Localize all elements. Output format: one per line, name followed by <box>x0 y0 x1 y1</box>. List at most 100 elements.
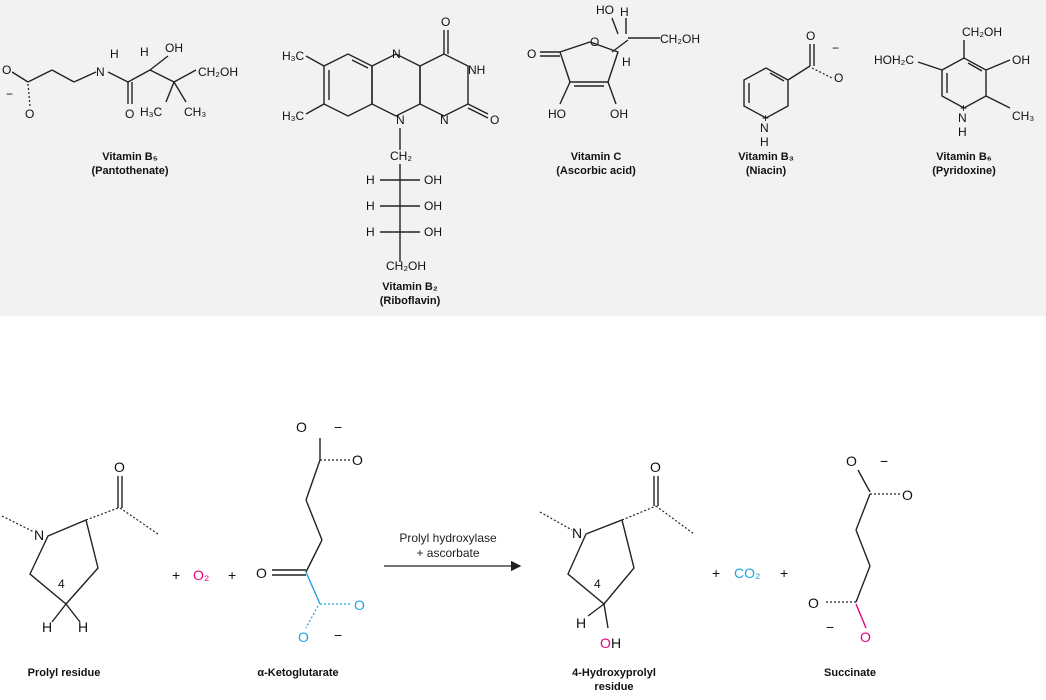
hydroxyprolyl-label-line1: 4-Hydroxyprolyl <box>572 667 656 679</box>
svg-text:+: + <box>762 111 769 125</box>
oxygen-molecule: O₂ <box>193 567 209 583</box>
svg-text:O: O <box>527 47 536 61</box>
vitamin-c-name: Vitamin C <box>571 151 622 163</box>
svg-text:O: O <box>834 71 843 85</box>
svg-text:H: H <box>622 55 631 69</box>
svg-text:CH₃: CH₃ <box>1012 109 1034 123</box>
svg-text:−: − <box>880 453 888 469</box>
vitamin-structures-panel <box>0 0 1046 316</box>
prolyl-residue-structure: N O 4 H H Prolyl residue <box>1 459 159 679</box>
svg-text:O: O <box>25 107 34 121</box>
svg-text:H: H <box>620 5 629 19</box>
svg-text:N: N <box>760 121 769 135</box>
svg-text:HOH₂C: HOH₂C <box>874 53 914 67</box>
svg-text:O: O <box>256 565 267 581</box>
vitamin-b5-alt: (Pantothenate) <box>92 165 169 177</box>
svg-text:H: H <box>760 135 769 149</box>
svg-text:N: N <box>96 65 105 79</box>
svg-text:O: O <box>600 635 611 651</box>
succinate-label: Succinate <box>824 667 876 679</box>
svg-text:O: O <box>441 15 450 29</box>
alpha-ketoglutarate-label: α-Ketoglutarate <box>257 667 338 679</box>
svg-text:O: O <box>806 29 815 43</box>
pantothenate-structure: O − O N H O H OH CH₂OH H₃C CH₃ Vitamin B… <box>2 41 238 177</box>
svg-text:N: N <box>34 527 44 543</box>
svg-text:OH: OH <box>610 107 628 121</box>
svg-text:O: O <box>650 459 661 475</box>
vitamin-b6-name: Vitamin B₆ <box>936 151 992 163</box>
svg-text:4: 4 <box>58 577 65 591</box>
svg-text:H: H <box>366 199 375 213</box>
svg-text:H₃C: H₃C <box>140 105 163 119</box>
svg-text:4: 4 <box>594 577 601 591</box>
svg-text:−: − <box>826 619 834 635</box>
succinate-structure: O − O O O − Succinate <box>808 453 913 679</box>
cofactor-label: + ascorbate <box>416 546 479 560</box>
plus-sign-1: + <box>172 567 180 583</box>
svg-text:HO: HO <box>548 107 566 121</box>
svg-text:H: H <box>140 45 149 59</box>
svg-text:−: − <box>334 627 342 643</box>
svg-text:O: O <box>902 487 913 503</box>
svg-text:+: + <box>960 101 967 115</box>
svg-text:N: N <box>440 113 449 127</box>
ascorbic-acid-structure: HO H CH₂OH O H O HO OH Vitamin C (Ascorb… <box>527 3 700 177</box>
enzyme-label: Prolyl hydroxylase <box>399 531 497 545</box>
svg-text:H: H <box>110 47 119 61</box>
svg-text:OH: OH <box>165 41 183 55</box>
svg-text:OH: OH <box>424 225 442 239</box>
reaction-arrow: Prolyl hydroxylase + ascorbate <box>384 531 522 572</box>
svg-text:N: N <box>958 111 967 125</box>
svg-text:O: O <box>352 452 363 468</box>
vitamin-c-alt: (Ascorbic acid) <box>556 165 636 177</box>
hydroxyprolyl-residue-structure: N O 4 H O H 4-Hydroxyprolyl residue <box>539 459 695 693</box>
vitamin-b6-alt: (Pyridoxine) <box>932 165 996 177</box>
carbon-dioxide: CO₂ <box>734 565 760 581</box>
svg-text:O: O <box>490 113 499 127</box>
pyridoxine-structure: CH₂OH HOH₂C OH CH₃ N + H Vitamin B₆ (Pyr… <box>874 25 1034 177</box>
svg-text:H: H <box>78 619 88 635</box>
svg-text:O: O <box>114 459 125 475</box>
svg-text:CH₂OH: CH₂OH <box>660 32 700 46</box>
svg-text:CH₃: CH₃ <box>184 105 206 119</box>
hydroxyprolyl-label-line2: residue <box>594 681 633 693</box>
svg-text:OH: OH <box>424 173 442 187</box>
svg-text:N: N <box>572 525 582 541</box>
svg-text:O: O <box>125 107 134 121</box>
niacin-structure: N + H O O − Vitamin B₃ (Niacin) <box>738 29 843 177</box>
svg-text:−: − <box>832 41 839 55</box>
svg-text:−: − <box>334 419 342 435</box>
vitamin-b5-name: Vitamin B₅ <box>102 151 158 163</box>
plus-sign-3: + <box>712 565 720 581</box>
vitamin-b2-alt: (Riboflavin) <box>380 295 441 307</box>
svg-text:CH₂: CH₂ <box>390 149 412 163</box>
svg-text:O: O <box>354 597 365 613</box>
svg-text:O: O <box>296 419 307 435</box>
vitamin-b2-name: Vitamin B₂ <box>382 281 438 293</box>
svg-text:CH₂OH: CH₂OH <box>962 25 1002 39</box>
svg-text:H: H <box>611 635 621 651</box>
alpha-ketoglutarate-structure: O − O O O O − α-Ketoglutarate <box>256 419 365 679</box>
riboflavin-structure: H₃C H₃C N N O NH N O CH₂ H OH H OH H OH <box>282 15 499 307</box>
svg-text:H: H <box>366 173 375 187</box>
svg-text:H: H <box>366 225 375 239</box>
svg-text:NH: NH <box>468 63 485 77</box>
svg-text:H: H <box>42 619 52 635</box>
svg-text:H: H <box>576 615 586 631</box>
svg-text:N: N <box>396 113 405 127</box>
svg-text:O: O <box>590 35 599 49</box>
svg-text:CH₂OH: CH₂OH <box>386 259 426 273</box>
svg-text:H: H <box>958 125 967 139</box>
svg-text:OH: OH <box>1012 53 1030 67</box>
vitamin-b3-name: Vitamin B₃ <box>738 151 794 163</box>
svg-text:O: O <box>860 629 871 645</box>
plus-sign-2: + <box>228 567 236 583</box>
svg-text:HO: HO <box>596 3 614 17</box>
svg-text:N: N <box>392 47 401 61</box>
vitamin-b3-alt: (Niacin) <box>746 165 787 177</box>
svg-text:O: O <box>808 595 819 611</box>
svg-text:OH: OH <box>424 199 442 213</box>
svg-text:O: O <box>846 453 857 469</box>
svg-text:O: O <box>2 63 11 77</box>
